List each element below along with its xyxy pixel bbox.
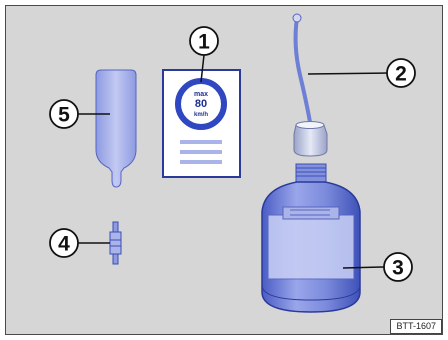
filler-hose	[293, 14, 327, 156]
leader-line-2	[308, 73, 387, 74]
figure-code-label: BTT-1607	[390, 319, 442, 334]
callout-1-number: 1	[198, 31, 210, 54]
callout-1: 1	[190, 27, 218, 55]
callout-5: 5	[50, 100, 78, 128]
callout-4: 4	[50, 229, 78, 257]
callout-2-number: 2	[395, 63, 407, 86]
speed-limit-sticker: max 80 km/h	[163, 70, 240, 177]
sticker-text-line	[180, 160, 222, 164]
valve-core-tool	[110, 222, 121, 264]
sticker-text-line	[180, 140, 222, 144]
callout-3-number: 3	[392, 257, 404, 280]
callout-3: 3	[384, 253, 412, 281]
sticker-unit-text: km/h	[194, 112, 208, 118]
callout-4-number: 4	[58, 233, 70, 256]
leader-line-3	[343, 267, 384, 268]
callout-5-number: 5	[58, 104, 70, 127]
sticker-text-line	[180, 150, 222, 154]
sealant-pouch	[96, 70, 136, 187]
sticker-speed-text: 80	[195, 98, 207, 110]
callout-2: 2	[387, 59, 415, 87]
bottle-label	[268, 215, 354, 279]
sealant-bottle	[262, 164, 360, 312]
sticker-max-text: max	[194, 91, 208, 98]
